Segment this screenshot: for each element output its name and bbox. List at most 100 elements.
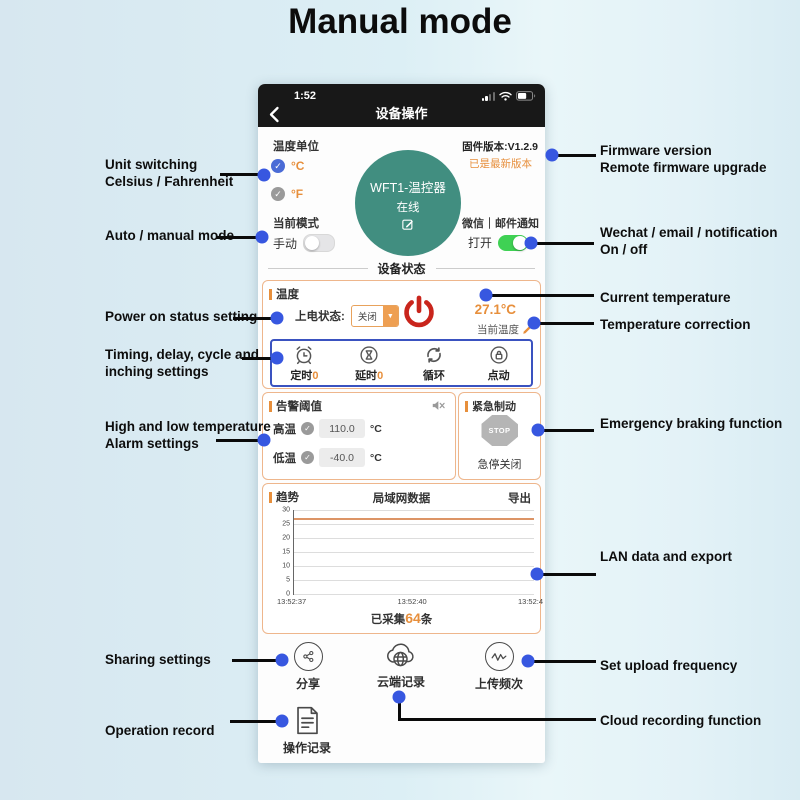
fahrenheit-label: °F bbox=[291, 187, 304, 201]
divider-label: 设备状态 bbox=[377, 262, 426, 276]
brake-caption: 急停关闭 bbox=[477, 459, 522, 471]
annotation-line bbox=[537, 573, 596, 576]
power-state-value: 关闭 bbox=[357, 312, 377, 323]
device-state-divider: 设备状态 bbox=[258, 260, 545, 277]
device-status-circle[interactable]: WFT1-温控器 在线 bbox=[355, 150, 461, 256]
power-state-dropdown[interactable]: 关闭 ▼ bbox=[350, 305, 399, 327]
annotation-alarm-settings: High and low temperature Alarm settings bbox=[105, 419, 271, 451]
low-temp-input[interactable]: -40.0 bbox=[319, 448, 365, 467]
mode-label: 当前模式 bbox=[273, 218, 319, 230]
annotation-upload-frequency: Set upload frequency bbox=[600, 658, 738, 673]
annotation-line bbox=[220, 173, 264, 176]
unit-section-label: 温度单位 bbox=[273, 141, 319, 153]
celsius-option[interactable]: ✓ °C bbox=[271, 159, 304, 173]
signal-icon bbox=[481, 92, 495, 101]
annotation-line bbox=[486, 294, 594, 297]
status-icons bbox=[481, 91, 536, 101]
annotation-line bbox=[230, 720, 281, 723]
annotation-line bbox=[552, 154, 596, 157]
notify-row: 打开 bbox=[468, 234, 528, 251]
current-temperature-value: 27.1°C bbox=[474, 302, 516, 317]
annotation-firmware: Firmware version Remote firmware upgrade bbox=[600, 143, 767, 175]
low-temp-row: 低温 ✓ -40.0 °C bbox=[273, 448, 382, 467]
annotation-auto-manual: Auto / manual mode bbox=[105, 228, 235, 243]
alarm-threshold-box: 告警阈值 高温 ✓ 110.0 °C 低温 ✓ -40.0 °C bbox=[262, 392, 456, 480]
annotation-operation-record: Operation record bbox=[105, 723, 215, 738]
notify-label: 微信｜邮件通知 bbox=[462, 218, 539, 230]
timing-button[interactable]: 定时0 bbox=[272, 344, 337, 383]
export-button[interactable]: 导出 bbox=[508, 493, 531, 505]
phone-screenshot: 1:52 设备操作 温度单位 ✓ °C ✓ °F WFT1-温控器 在线 bbox=[258, 84, 545, 763]
alarm-clock-icon bbox=[293, 344, 315, 366]
wifi-icon bbox=[499, 91, 512, 101]
stop-button[interactable]: STOP bbox=[481, 415, 518, 446]
temp-box-title: 温度 bbox=[269, 286, 299, 302]
page-title: Manual mode bbox=[288, 2, 512, 41]
annotation-dot bbox=[257, 433, 271, 447]
operation-record-icon bbox=[295, 706, 320, 735]
annotation-unit-switching: Unit switching Celsius / Fahrenheit bbox=[105, 157, 234, 189]
annotation-line bbox=[398, 697, 401, 720]
check-icon: ✓ bbox=[301, 422, 314, 435]
annotation-dot bbox=[275, 653, 289, 667]
notify-toggle[interactable] bbox=[498, 234, 528, 251]
device-name: WFT1-温控器 bbox=[370, 180, 446, 195]
mode-value: 手动 bbox=[273, 236, 298, 251]
annotation-dot bbox=[270, 311, 284, 325]
annotation-dot bbox=[521, 654, 535, 668]
annotation-line bbox=[233, 317, 276, 320]
delay-button[interactable]: 延时0 bbox=[337, 344, 402, 383]
operation-record-button[interactable]: 操作记录 bbox=[264, 706, 350, 756]
cloud-record-button[interactable]: 云端记录 bbox=[358, 640, 444, 690]
lock-icon bbox=[488, 344, 510, 366]
dropdown-arrow-icon: ▼ bbox=[382, 306, 398, 326]
mute-icon[interactable] bbox=[431, 399, 445, 412]
battery-icon bbox=[516, 91, 536, 101]
high-temp-row: 高温 ✓ 110.0 °C bbox=[273, 419, 382, 438]
firmware-latest: 已是最新版本 bbox=[469, 158, 532, 170]
annotation-temperature-correction: Temperature correction bbox=[600, 317, 751, 332]
annotation-notification: Wechat / email / notification On / off bbox=[600, 225, 778, 257]
annotation-timing-settings: Timing, delay, cycle and inching setting… bbox=[105, 347, 260, 379]
annotation-dot bbox=[257, 168, 271, 182]
share-button[interactable]: 分享 bbox=[265, 642, 351, 692]
power-state-row: 上电状态: 关闭 ▼ bbox=[295, 305, 399, 327]
annotation-dot bbox=[524, 236, 538, 250]
high-temp-input[interactable]: 110.0 bbox=[319, 419, 365, 438]
hourglass-icon bbox=[358, 344, 380, 366]
fahrenheit-option[interactable]: ✓ °F bbox=[271, 187, 303, 201]
nav-title: 设备操作 bbox=[375, 106, 428, 121]
annotation-dot bbox=[531, 423, 545, 437]
annotation-sharing-settings: Sharing settings bbox=[105, 652, 211, 667]
edit-icon[interactable] bbox=[402, 218, 414, 230]
annotation-dot bbox=[527, 316, 541, 330]
annotation-dot bbox=[275, 714, 289, 728]
annotation-cloud-recording: Cloud recording function bbox=[600, 713, 762, 728]
inching-button[interactable]: 点动 bbox=[466, 344, 531, 383]
temperature-box: 温度 上电状态: 关闭 ▼ 27.1°C 当前温度 定时0 延时0 bbox=[262, 280, 541, 389]
annotation-dot bbox=[270, 351, 284, 365]
brake-box-title: 紧急制动 bbox=[465, 398, 516, 414]
back-button[interactable] bbox=[268, 106, 284, 124]
collected-count: 已采集64条 bbox=[370, 610, 433, 626]
annotation-line bbox=[242, 357, 276, 360]
check-icon: ✓ bbox=[271, 159, 285, 173]
annotation-power-on-status: Power on status setting bbox=[105, 309, 258, 324]
annotation-line bbox=[528, 660, 596, 663]
annotation-dot bbox=[479, 288, 493, 302]
manual-mode-toggle[interactable] bbox=[303, 234, 336, 252]
timer-functions-box: 定时0 延时0 循环 点动 bbox=[270, 339, 533, 387]
annotation-dot bbox=[545, 148, 559, 162]
check-icon: ✓ bbox=[271, 187, 285, 201]
annotation-line bbox=[216, 236, 262, 239]
upload-frequency-button[interactable]: 上传频次 bbox=[456, 642, 542, 692]
annotation-dot bbox=[530, 567, 544, 581]
firmware-version: 固件版本:V1.2.9 bbox=[462, 141, 538, 153]
share-icon bbox=[293, 642, 323, 671]
cycle-button[interactable]: 循环 bbox=[402, 344, 467, 383]
device-online-status: 在线 bbox=[396, 201, 420, 214]
power-button[interactable] bbox=[401, 294, 437, 330]
trend-title: 趋势 bbox=[269, 489, 299, 505]
